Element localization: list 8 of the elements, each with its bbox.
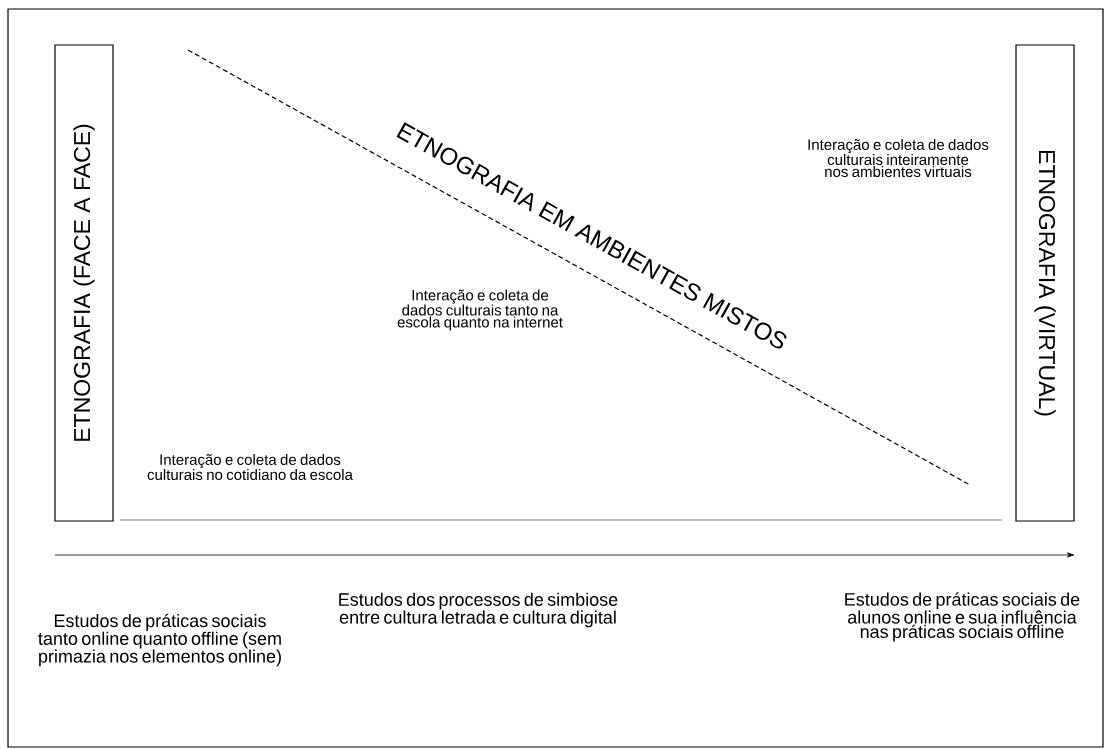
description-text: Interação e coleta de dados culturais no cotidiano da escola [147,453,353,480]
category-box: ETNOGRAFIA (FACE A FACE) [54,44,114,522]
description-text: Estudos de práticas sociais de alunos online e sua influência nas práticas sociais offline [845,592,1080,642]
description-text: Estudos de práticas sociais tanto online quanto offline (sem primazia nos elementos online) [38,613,281,667]
description-text: Interação e coleta de dados culturais inteiramente nos ambientes virtuais [808,138,989,177]
category-box: ETNOGRAFIA (VIRTUAL) [1015,44,1075,522]
description-text: Estudos dos processos de simbiose entre cultura letrada e cultura digital [339,592,618,628]
description-text: Interação e coleta de dados culturais tanto na escola quanto na internet [397,289,563,331]
